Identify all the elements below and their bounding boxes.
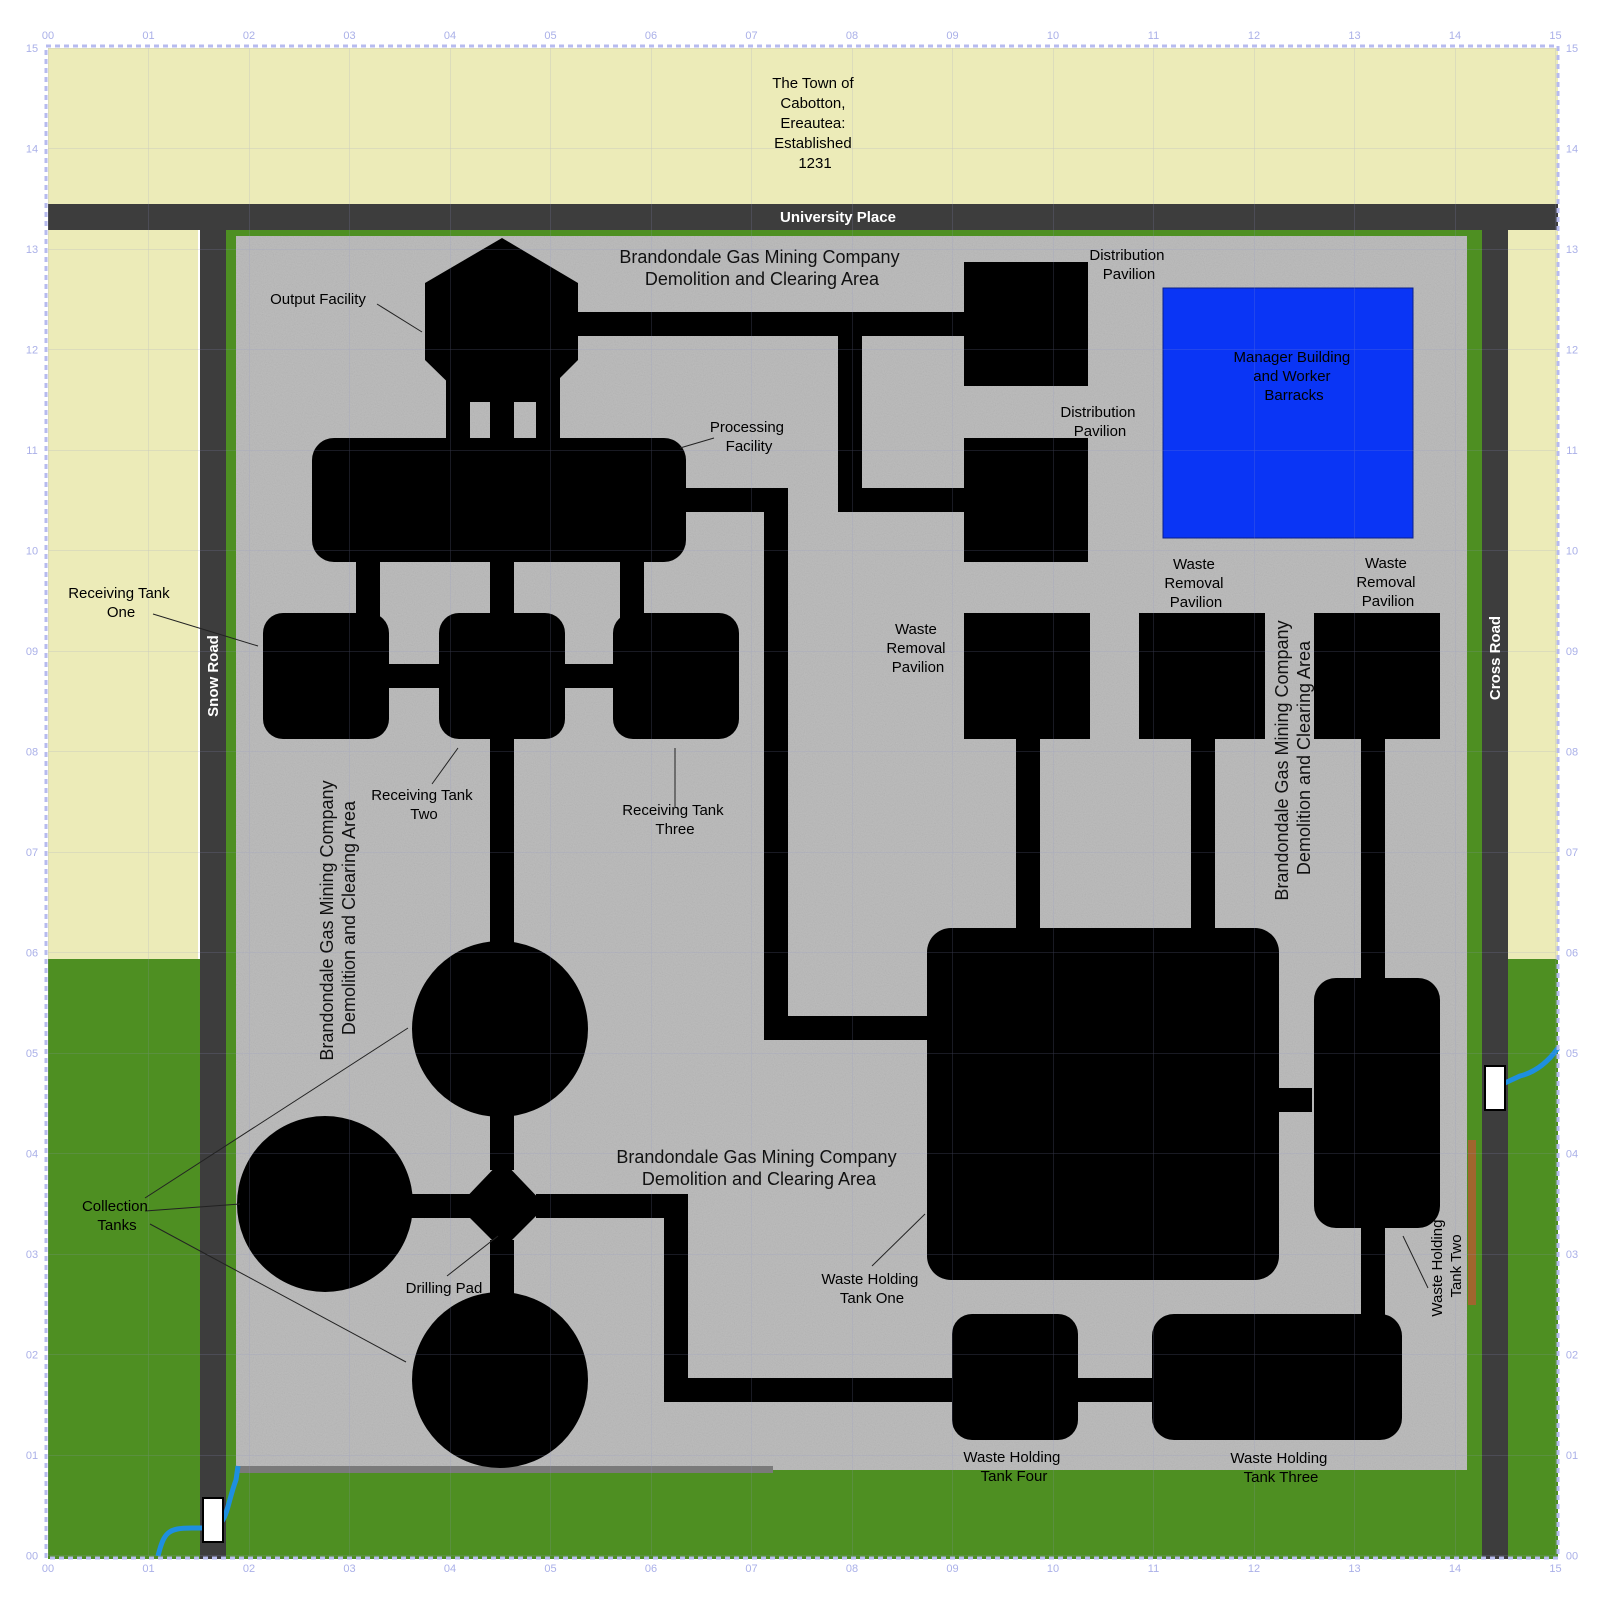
grid-tick-bottom: 07	[745, 1563, 757, 1575]
grid-tick-right: 13	[1566, 244, 1578, 256]
grid-tick-right: 12	[1566, 345, 1578, 357]
grid-tick-bottom: 09	[946, 1563, 958, 1575]
road-label-cross-road: Cross Road	[1487, 616, 1504, 700]
grid-tick-bottom: 02	[243, 1563, 255, 1575]
grid-tick-right: 05	[1566, 1048, 1578, 1060]
grid-tick-bottom: 08	[846, 1563, 858, 1575]
grid-tick-bottom: 06	[645, 1563, 657, 1575]
grid-tick-top: 09	[946, 30, 958, 42]
grid-tick-bottom: 11	[1148, 1563, 1159, 1575]
grid-tick-left: 15	[26, 43, 38, 55]
grid-tick-top: 10	[1047, 30, 1059, 42]
label-waste-holding-tank-four: Waste Holding Tank Four	[963, 1449, 1064, 1485]
road-label-university-place: University Place	[780, 209, 896, 226]
label-distribution-pavilion-2: Distribution Pavilion	[1060, 404, 1139, 440]
grid-tick-left: 05	[26, 1048, 38, 1060]
grid-tick-top: 04	[444, 30, 456, 42]
grid-tick-bottom: 03	[343, 1563, 355, 1575]
grid-tick-top: 02	[243, 30, 255, 42]
grid-tick-bottom: 10	[1047, 1563, 1059, 1575]
grid-tick-top: 11	[1148, 30, 1159, 42]
road-label-snow-road: Snow Road	[205, 635, 222, 717]
grid-tick-right: 03	[1566, 1249, 1578, 1261]
grid-tick-left: 01	[26, 1450, 38, 1462]
grid-tick-bottom: 15	[1549, 1563, 1561, 1575]
grid-tick-right: 10	[1566, 546, 1578, 558]
grid-tick-left: 09	[26, 646, 38, 658]
grid-tick-right: 02	[1566, 1350, 1578, 1362]
grid-tick-bottom: 13	[1348, 1563, 1360, 1575]
grid-tick-top: 12	[1248, 30, 1260, 42]
grid-tick-bottom: 01	[142, 1563, 154, 1575]
label-drilling-pad: Drilling Pad	[406, 1280, 483, 1297]
grid-tick-left: 11	[26, 445, 37, 457]
label-waste-holding-tank-one: Waste Holding Tank One	[821, 1271, 922, 1307]
grid-tick-bottom: 04	[444, 1563, 456, 1575]
grid-tick-right: 00	[1566, 1551, 1578, 1563]
label-waste-removal-pavilion-2: Waste Removal Pavilion	[1164, 556, 1227, 611]
grid-tick-right: 04	[1566, 1149, 1578, 1161]
grid-tick-top: 13	[1348, 30, 1360, 42]
grid-tick-right: 15	[1566, 43, 1578, 55]
grid-tick-right: 07	[1566, 847, 1578, 859]
grid-tick-top: 06	[645, 30, 657, 42]
grid-tick-top: 08	[846, 30, 858, 42]
grid-tick-left: 10	[26, 546, 38, 558]
label-receiving-tank-two: Receiving Tank Two	[371, 787, 477, 823]
map-frame	[44, 44, 1560, 1560]
grid-tick-bottom: 14	[1449, 1563, 1461, 1575]
grid-tick-left: 06	[26, 948, 38, 960]
grid-tick-top: 07	[745, 30, 757, 42]
grid-tick-top: 15	[1549, 30, 1561, 42]
label-receiving-tank-three: Receiving Tank Three	[622, 802, 728, 838]
grid-tick-left: 04	[26, 1149, 38, 1161]
label-waste-holding-tank-two: Waste Holding Tank Two	[1429, 1215, 1465, 1316]
grid-tick-top: 14	[1449, 30, 1461, 42]
label-receiving-tank-one: Receiving Tank One	[68, 585, 174, 621]
label-processing-facility: Processing Facility	[710, 419, 788, 455]
grid-tick-top: 01	[142, 30, 154, 42]
grid-tick-left: 03	[26, 1249, 38, 1261]
label-waste-holding-tank-three: Waste Holding Tank Three	[1230, 1450, 1331, 1486]
label-distribution-pavilion-1: Distribution Pavilion	[1089, 247, 1168, 283]
grid-tick-left: 08	[26, 747, 38, 759]
grid-tick-bottom: 00	[42, 1563, 54, 1575]
grid-tick-left: 07	[26, 847, 38, 859]
grid-tick-labels: 00 00 00 00 01 01 01 01 02 02 02 02 03 03 03 03 04 04 04 04…	[26, 30, 1578, 1575]
grid-tick-right: 01	[1566, 1450, 1578, 1462]
area-label-north: Brandondale Gas Mining Company Demolitio…	[619, 247, 904, 289]
leader-lines	[144, 303, 1429, 1363]
grid-tick-top: 05	[544, 30, 556, 42]
grid-tick-bottom: 05	[544, 1563, 556, 1575]
grid-tick-left: 14	[26, 144, 38, 156]
label-collection-tanks: Collection Tanks	[82, 1198, 152, 1234]
label-waste-removal-pavilion-3: Waste Removal Pavilion	[1356, 555, 1419, 610]
label-manager-building: Manager Building and Worker Barracks	[1234, 349, 1355, 404]
grid-tick-right: 06	[1566, 948, 1578, 960]
grid-tick-bottom: 12	[1248, 1563, 1260, 1575]
label-waste-removal-pavilion-1: Waste Removal Pavilion	[886, 621, 949, 676]
town-title: The Town of Cabotton, Ereautea: Establis…	[772, 75, 858, 172]
grid-tick-left: 02	[26, 1350, 38, 1362]
label-output-facility: Output Facility	[270, 291, 366, 308]
grid-tick-left: 13	[26, 244, 38, 256]
area-label-south: Brandondale Gas Mining Company Demolitio…	[616, 1147, 901, 1189]
area-label-west: Brandondale Gas Mining Company Demolitio…	[317, 775, 359, 1060]
grid-tick-left: 12	[26, 345, 38, 357]
grid-tick-left: 00	[26, 1551, 38, 1563]
grid-tick-top: 00	[42, 30, 54, 42]
grid-tick-right: 08	[1566, 747, 1578, 759]
area-label-east: Brandondale Gas Mining Company Demolitio…	[1272, 615, 1314, 900]
grid-tick-right: 14	[1566, 144, 1578, 156]
grid-tick-right: 11	[1566, 445, 1577, 457]
grid-tick-top: 03	[343, 30, 355, 42]
grid-tick-right: 09	[1566, 646, 1578, 658]
